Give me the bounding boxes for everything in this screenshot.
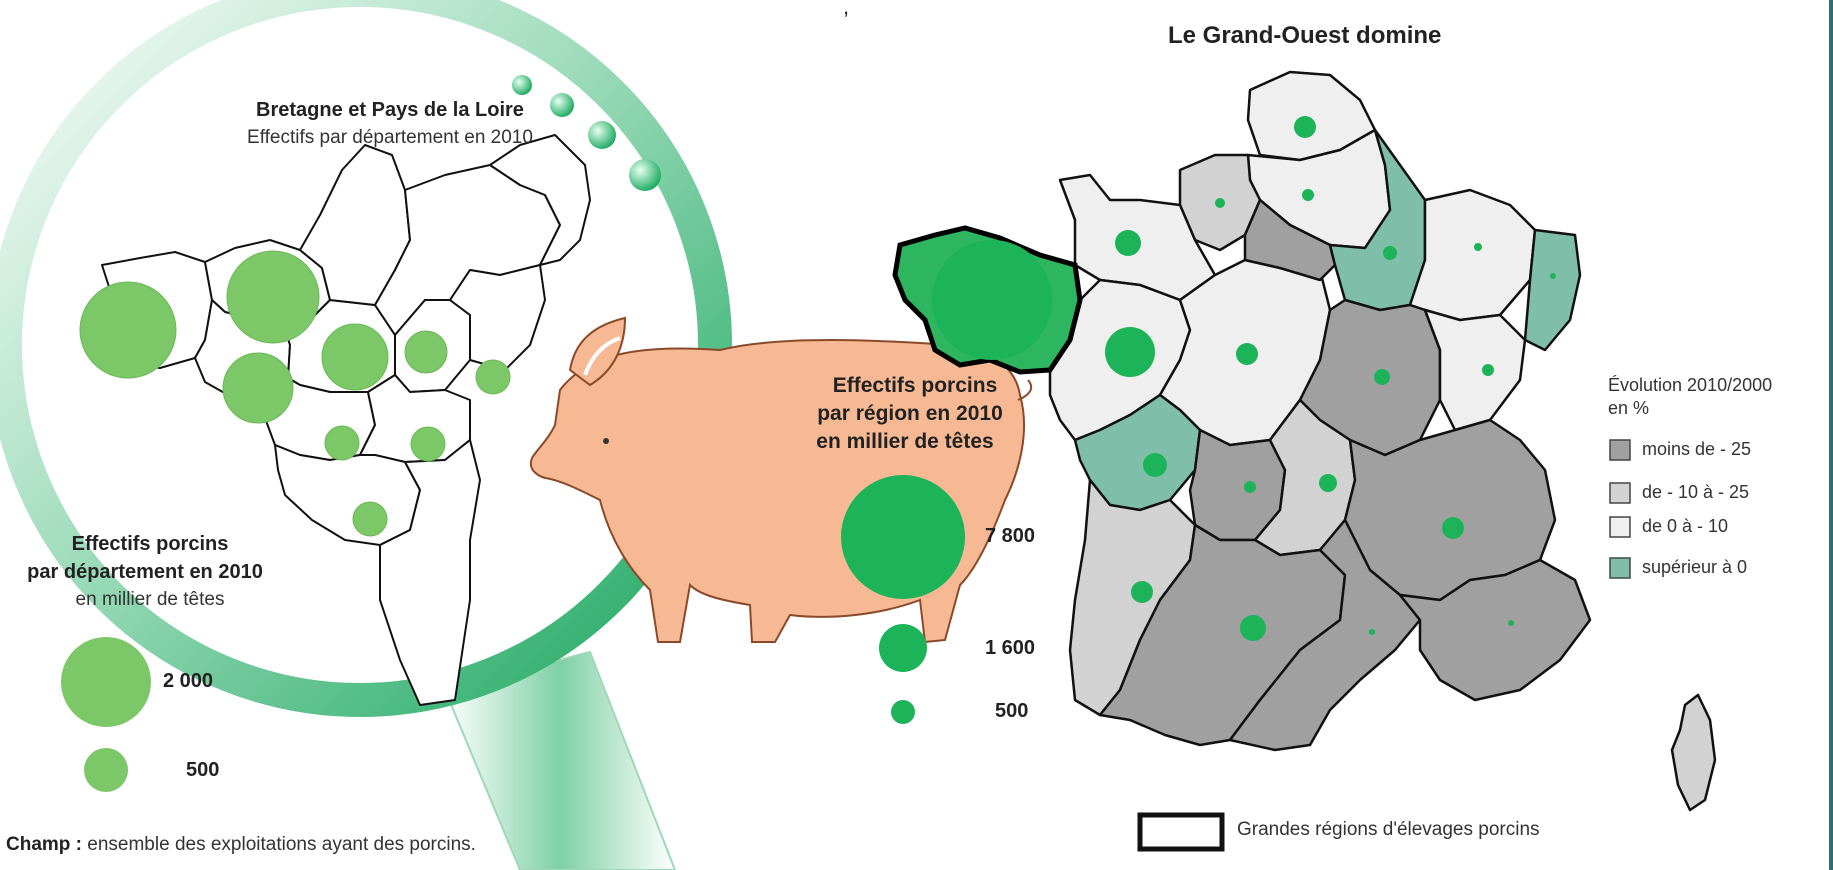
decor-ball — [629, 159, 661, 191]
symbol-picardie — [1302, 189, 1314, 201]
regional-map-title: Bretagne et Pays de la Loire — [256, 99, 524, 121]
decor-ball — [512, 75, 532, 95]
symbol-pays-loire — [1105, 327, 1155, 377]
region-size-legend-symbols — [841, 475, 965, 724]
legend-label-0: moins de - 25 — [1642, 439, 1752, 459]
footnote-text: ensemble des exploitations ayant des por… — [82, 834, 476, 855]
dept-size-legend-symbols — [61, 637, 151, 792]
legend-swatch-2 — [1609, 516, 1631, 538]
region-franche-comte — [1423, 308, 1527, 432]
dept-symbol-loire-atl — [324, 425, 360, 461]
dept-symbol-vendee — [352, 501, 388, 537]
dept-symbol-maine-loire — [410, 426, 446, 462]
national-map-title: Le Grand-Ouest domine — [1168, 22, 1442, 49]
legend-title-line2: en % — [1608, 398, 1650, 418]
dept-symbol-mayenne — [404, 330, 448, 374]
bretagne-outline — [892, 225, 1083, 375]
symbol-lorraine — [1474, 243, 1482, 251]
symbol-paca — [1508, 620, 1514, 626]
dept-symbol-sarthe — [475, 359, 511, 395]
dept-symbol-cotes-armor — [226, 250, 320, 344]
right-frame — [1829, 0, 1833, 870]
decor-ball — [588, 121, 616, 149]
magnifier-ring — [0, 0, 732, 717]
region-corse — [1670, 693, 1717, 812]
footnote-label: Champ : — [6, 834, 82, 855]
outline-legend-label: Grandes régions d'élevages porcins — [1237, 819, 1540, 840]
symbol-basse-normandie — [1115, 230, 1141, 256]
france-symbols — [932, 116, 1556, 641]
symbol-champagne — [1383, 246, 1397, 260]
symbol-haute-normandie — [1215, 198, 1225, 208]
region-lorraine — [1408, 188, 1537, 322]
size-legend-medium — [879, 624, 927, 672]
dept-legend-line3: en millier de têtes — [75, 589, 225, 610]
legend-swatch-3 — [1609, 557, 1631, 579]
legend-title-line1: Évolution 2010/2000 — [1608, 375, 1773, 395]
symbol-midi-pyrenees — [1240, 615, 1266, 641]
symbol-poitou — [1143, 453, 1167, 477]
region-paca — [1398, 558, 1592, 702]
symbol-limousin — [1244, 481, 1256, 493]
symbol-bretagne — [932, 240, 1052, 360]
dept-legend-large — [61, 637, 151, 727]
dept-legend-small — [84, 748, 128, 792]
pig-label-line3: en millier de têtes — [816, 430, 994, 453]
dept-legend-value-large: 2 000 — [163, 670, 214, 692]
legend-label-3: supérieur à 0 — [1642, 557, 1748, 577]
pig-eye — [603, 438, 609, 444]
top-text-fragment: , — [843, 0, 850, 19]
pig-label-line1: Effectifs porcins — [832, 374, 998, 397]
legend-label-1: de - 10 à - 25 — [1642, 482, 1750, 502]
symbol-alsace — [1550, 273, 1556, 279]
legend-swatch-1 — [1609, 482, 1631, 504]
dept-symbol-morbihan — [222, 352, 294, 424]
dept-legend-line2: par département en 2010 — [27, 561, 263, 583]
region-languedoc — [1228, 518, 1422, 752]
regional-map-subtitle: Effectifs par département en 2010 — [247, 127, 533, 148]
symbol-languedoc — [1369, 629, 1375, 635]
region-alsace — [1523, 228, 1582, 352]
france-regions — [893, 70, 1717, 812]
dept-legend-line1: Effectifs porcins — [71, 533, 229, 555]
regional-symbols — [79, 250, 511, 537]
region-size-value-small: 500 — [995, 700, 1029, 722]
dept-symbol-finistere — [79, 281, 177, 379]
symbol-auvergne — [1319, 474, 1337, 492]
legend-label-2: de 0 à - 10 — [1642, 516, 1729, 536]
decor-ball — [550, 93, 574, 117]
region-size-value-large: 7 800 — [985, 525, 1036, 547]
size-legend-small — [891, 700, 915, 724]
dept-symbol-ille-vilaine — [321, 323, 389, 391]
pig-label-line2: par région en 2010 — [817, 402, 1003, 425]
regional-departments — [97, 134, 591, 706]
size-legend-large — [841, 475, 965, 599]
symbol-rhone-alpes — [1442, 517, 1464, 539]
symbol-centre — [1236, 343, 1258, 365]
symbol-bourgogne — [1374, 369, 1390, 385]
region-size-value-medium: 1 600 — [985, 637, 1036, 659]
symbol-franche-comte — [1482, 364, 1494, 376]
symbol-aquitaine — [1131, 581, 1153, 603]
legend-swatch-0 — [1609, 439, 1631, 461]
dept-legend-value-small: 500 — [186, 759, 220, 781]
outline-legend-box — [1137, 812, 1225, 852]
symbol-nord — [1294, 116, 1316, 138]
footnote: Champ : ensemble des exploitations ayant… — [6, 834, 476, 856]
